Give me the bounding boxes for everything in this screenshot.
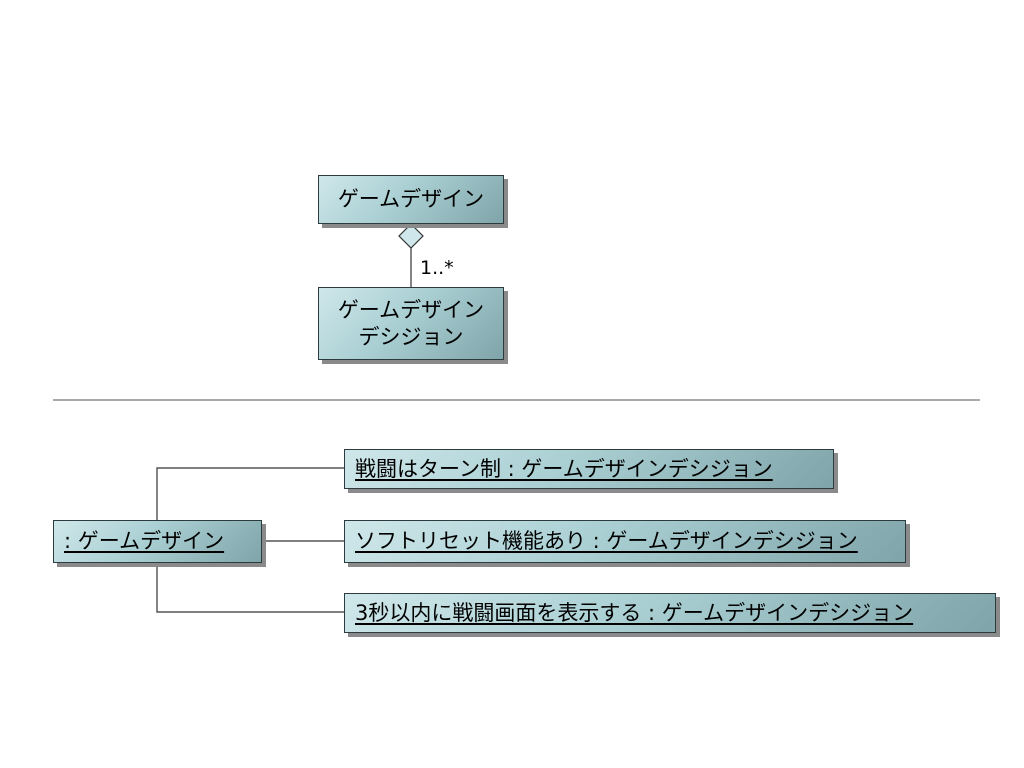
class-game-design-decision[interactable]: ゲームデザイン デシジョン xyxy=(318,287,504,360)
class-game-design[interactable]: ゲームデザイン xyxy=(318,175,504,224)
class-game-design-label: ゲームデザイン xyxy=(337,187,485,211)
class-decision-label-line-2: デシジョン xyxy=(358,324,464,349)
object-decision-3-label: 3秒以内に戦闘画面を表示する : ゲームデザインデシジョン xyxy=(355,600,914,625)
object-decision-2-label: ソフトリセット機能あり : ゲームデザインデシジョン xyxy=(355,529,858,553)
object-game-design[interactable]: : ゲームデザイン xyxy=(53,520,262,563)
link-to-decision-3 xyxy=(156,563,344,613)
object-game-design-label: : ゲームデザイン xyxy=(64,529,225,553)
multiplicity-label: 1..* xyxy=(420,257,454,279)
link-to-decision-1 xyxy=(156,467,344,520)
aggregation-diamond xyxy=(398,223,424,249)
class-decision-label-line-1: ゲームデザイン xyxy=(337,297,485,322)
object-decision-soft-reset[interactable]: ソフトリセット機能あり : ゲームデザインデシジョン xyxy=(344,520,906,563)
object-decision-turn-based[interactable]: 戦闘はターン制 : ゲームデザインデシジョン xyxy=(344,449,834,489)
object-decision-battle-screen[interactable]: 3秒以内に戦闘画面を表示する : ゲームデザインデシジョン xyxy=(344,593,996,633)
object-decision-1-label: 戦闘はターン制 : ゲームデザインデシジョン xyxy=(355,456,773,481)
